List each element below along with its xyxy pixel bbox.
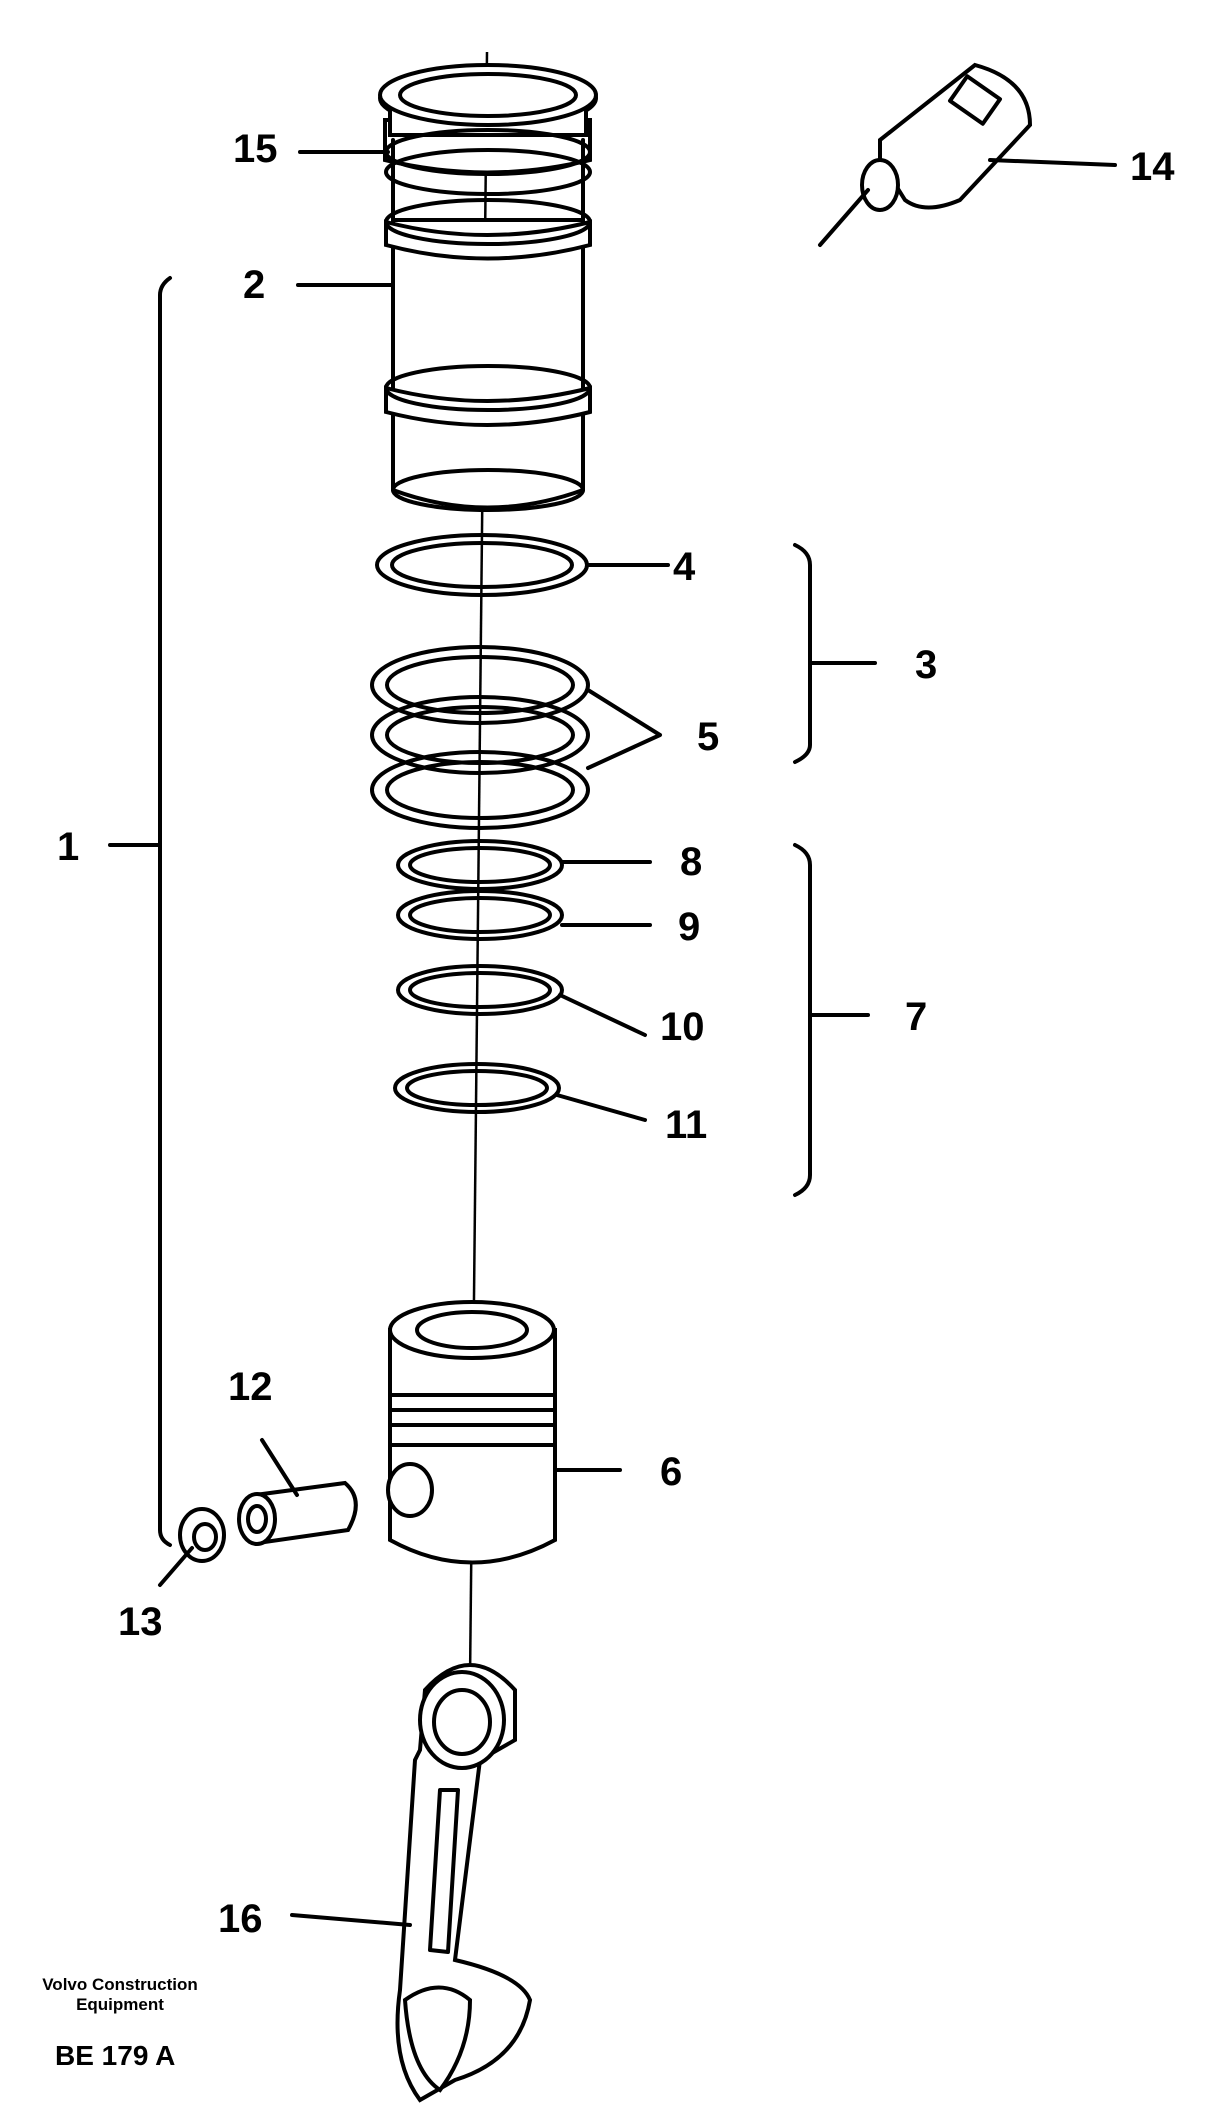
callout-4: 4: [673, 545, 696, 589]
callout-6: 6: [660, 1450, 682, 1494]
leader-13: [158, 1546, 194, 1587]
leader-12: [260, 1438, 299, 1497]
callout-7: 7: [905, 995, 927, 1039]
circlip: [178, 1507, 226, 1563]
leader-14: [988, 158, 1117, 167]
leader-16: [290, 1913, 412, 1927]
piston-rings: [393, 839, 564, 1114]
callout-10: 10: [660, 1005, 705, 1049]
o-rings: [370, 645, 590, 830]
leader-10: [558, 993, 647, 1037]
callout-16: 16: [218, 1897, 263, 1941]
callout-8: 8: [680, 840, 702, 884]
leader-5: [586, 688, 662, 770]
callout-1: 1: [57, 825, 79, 869]
piston: [386, 1300, 557, 1565]
callout-3: 3: [915, 643, 937, 687]
bracket-3: [793, 543, 812, 764]
callout-9: 9: [678, 905, 700, 949]
connecting-rod: [395, 1663, 533, 2103]
callout-12: 12: [228, 1365, 273, 1409]
bracket-7: [793, 843, 812, 1197]
callout-14: 14: [1130, 145, 1175, 189]
sealant-bottle: [818, 62, 1033, 247]
brand-line-1: Volvo Construction: [42, 1975, 198, 1994]
callout-13: 13: [118, 1600, 163, 1644]
callout-2: 2: [243, 263, 265, 307]
bracket-1: [158, 276, 172, 1547]
callout-11: 11: [665, 1103, 707, 1147]
callout-15: 15: [233, 127, 278, 171]
brand-line-2: Equipment: [76, 1995, 164, 2014]
callout-5: 5: [697, 715, 719, 759]
piston-pin: [237, 1480, 358, 1546]
leader-11: [555, 1093, 647, 1122]
figure-code: BE 179 A: [55, 2040, 175, 2071]
